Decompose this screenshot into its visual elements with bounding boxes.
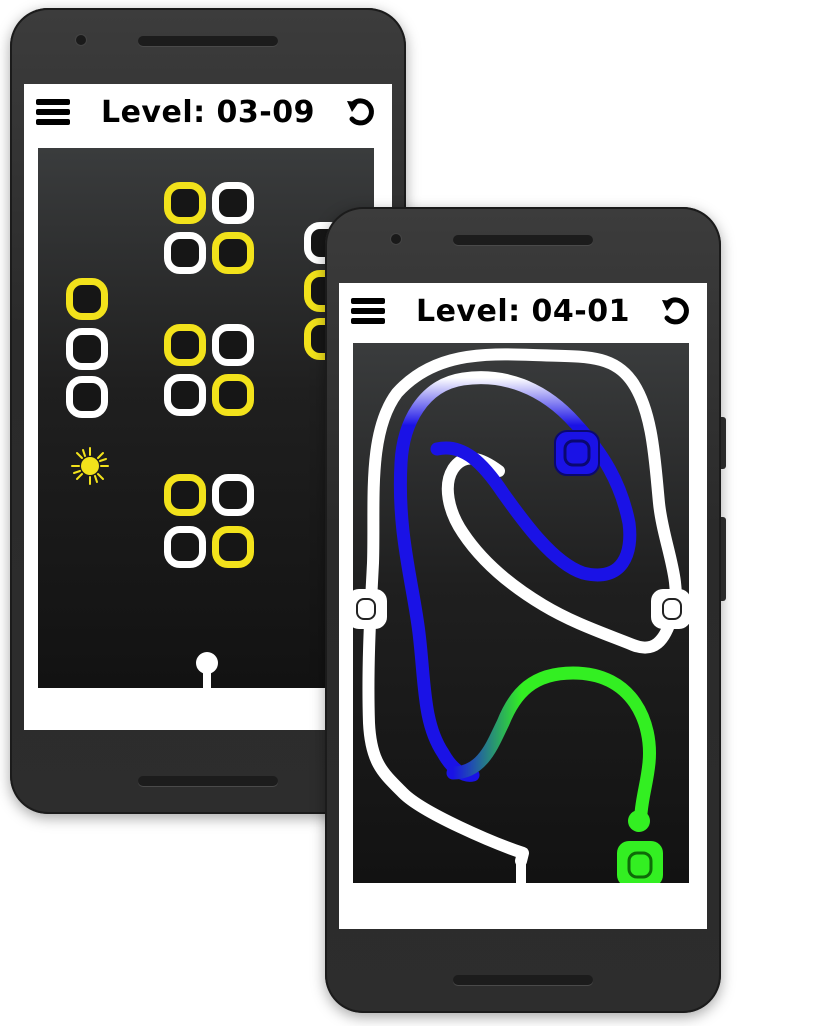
white-ring (164, 232, 206, 274)
speaker-grille-bottom (453, 975, 593, 985)
volume-button (721, 417, 726, 469)
white-track (362, 348, 682, 867)
yellow-ring (164, 474, 206, 516)
speaker-grille-bottom (138, 776, 278, 786)
white-ring (66, 376, 108, 418)
restart-icon[interactable] (344, 95, 382, 129)
level-title: Level: 04-01 (415, 293, 631, 329)
front-camera (76, 35, 86, 45)
blue-track (393, 371, 637, 782)
splash-burst-icon (71, 447, 109, 485)
yellow-ring (164, 182, 206, 224)
game-board[interactable] (353, 343, 689, 883)
green-track (446, 666, 656, 820)
hud: Level: 03-09 (24, 84, 392, 140)
yellow-ring (212, 526, 254, 568)
white-ring (212, 474, 254, 516)
white-ring (66, 328, 108, 370)
level-title: Level: 03-09 (100, 94, 316, 130)
white-peg-right (651, 589, 689, 629)
yellow-ring (164, 324, 206, 366)
white-ring (164, 374, 206, 416)
restart-icon[interactable] (659, 294, 697, 328)
blue-target (554, 430, 600, 476)
front-camera (391, 234, 401, 244)
power-button (721, 517, 726, 601)
yellow-ring (66, 278, 108, 320)
phone-front: Level: 04-01 (325, 207, 726, 1013)
yellow-ring (212, 374, 254, 416)
hud: Level: 04-01 (339, 283, 707, 339)
speaker-grille (138, 36, 278, 46)
track-layer (353, 348, 689, 883)
ball-launcher[interactable] (194, 650, 220, 690)
white-peg-left (353, 589, 387, 629)
hamburger-menu-icon[interactable] (34, 95, 72, 129)
speaker-grille (453, 235, 593, 245)
white-ring (164, 526, 206, 568)
game-screen-back: Level: 03-09 (24, 84, 392, 730)
game-screen-front: Level: 04-01 (339, 283, 707, 929)
game-board[interactable] (38, 148, 374, 690)
green-ball (628, 810, 650, 832)
yellow-ring (212, 232, 254, 274)
hamburger-menu-icon[interactable] (349, 294, 387, 328)
phone-back: Level: 03-09 (10, 8, 406, 814)
white-ring (212, 324, 254, 366)
white-ring (212, 182, 254, 224)
